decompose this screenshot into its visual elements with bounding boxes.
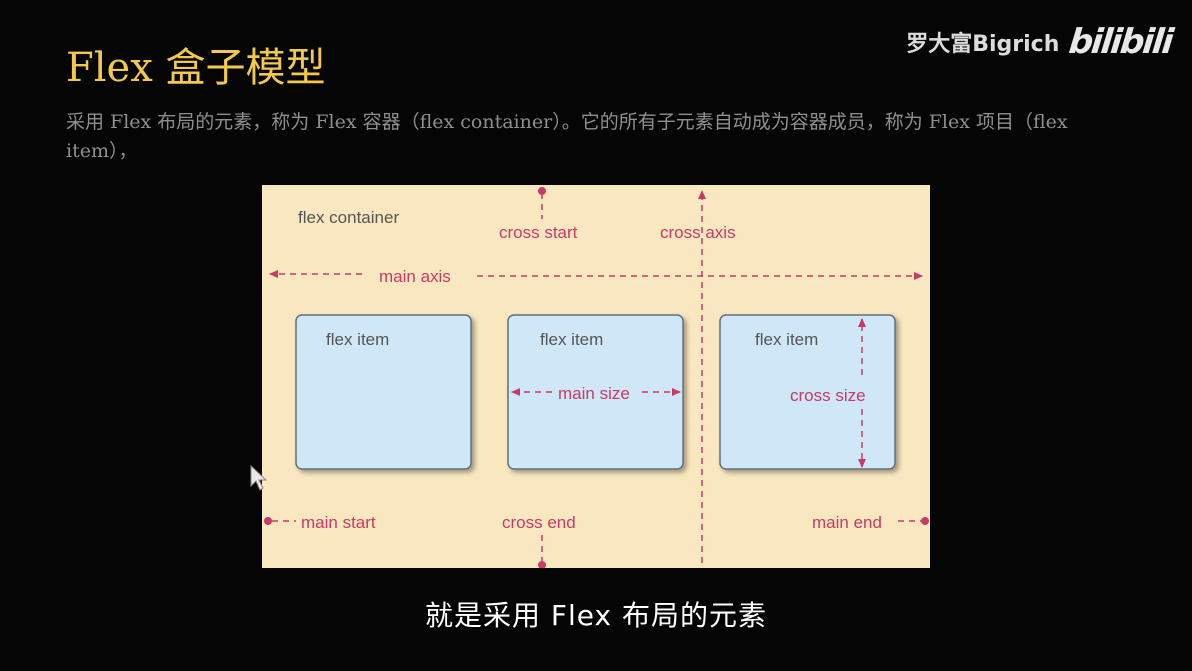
flex-item-1-label: flex item (326, 330, 389, 349)
cross-size-label: cross size (790, 386, 866, 405)
video-subtitle: 就是采用 Flex 布局的元素 (425, 599, 767, 632)
main-axis-label: main axis (379, 267, 451, 286)
flex-box-model-diagram: flex container cross start cross axis ma… (262, 185, 930, 568)
slide-description: 采用 Flex 布局的元素，称为 Flex 容器（flex container）… (66, 111, 1068, 162)
main-end-dot (921, 517, 929, 525)
main-start-label: main start (301, 513, 376, 532)
flex-item-2-label: flex item (540, 330, 603, 349)
mouse-pointer-icon (249, 464, 273, 496)
flex-item-3 (719, 314, 896, 470)
flex-item-1 (295, 314, 472, 470)
main-end-label: main end (812, 513, 882, 532)
cross-start-dot (538, 187, 546, 195)
flex-item-3-label: flex item (755, 330, 818, 349)
diagram-svg: flex container cross start cross axis ma… (262, 185, 930, 568)
main-size-label: main size (558, 384, 630, 403)
slide-title: Flex 盒子模型 (66, 45, 326, 91)
cross-start-label: cross start (499, 223, 578, 242)
cross-end-dot (538, 561, 546, 568)
flex-container-label: flex container (298, 208, 399, 227)
cross-axis-label: cross axis (660, 223, 736, 242)
cross-end-label: cross end (502, 513, 576, 532)
author-name: 罗大富Bigrich (906, 32, 1060, 57)
flex-item-2 (507, 314, 684, 470)
bilibili-logo-icon: bilibili (1067, 22, 1175, 62)
channel-watermark: 罗大富Bigrich bilibili (906, 20, 1175, 64)
main-start-dot (264, 517, 272, 525)
